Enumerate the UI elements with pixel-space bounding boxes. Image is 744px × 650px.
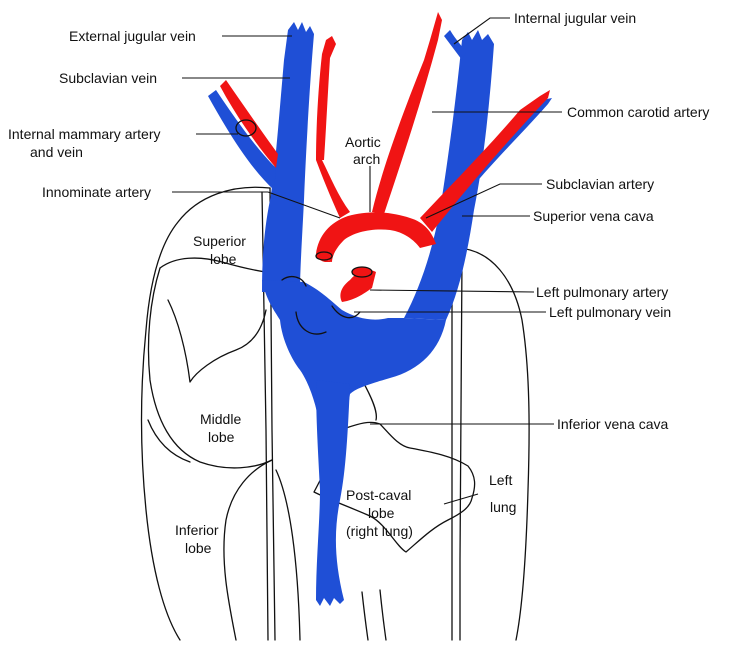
label-superior-lobe-line2: lobe xyxy=(210,251,237,267)
label-left-lung-line1: Left xyxy=(489,472,512,488)
label-innominate-artery: Innominate artery xyxy=(42,184,151,200)
left-pulmonary-artery-vessel xyxy=(340,270,376,302)
left-vena-cava-trunk xyxy=(404,30,494,320)
label-left-pulmonary-vein: Left pulmonary vein xyxy=(549,304,671,320)
label-post-caval-line3: (right lung) xyxy=(346,523,413,539)
inferior-lobe-outline xyxy=(223,459,301,641)
label-subclavian-artery: Subclavian artery xyxy=(546,176,654,192)
right-vena-cava-trunk xyxy=(262,22,314,292)
leader-lines xyxy=(172,17,562,505)
label-middle-lobe-line1: Middle xyxy=(200,411,241,427)
label-internal-mammary-line1: Internal mammary artery xyxy=(8,126,160,142)
label-inferior-lobe-line2: lobe xyxy=(185,540,212,556)
label-internal-mammary-line2: and vein xyxy=(30,144,83,160)
label-inferior-lobe-line1: Inferior xyxy=(175,522,219,538)
left-subclavian-artery xyxy=(420,90,550,232)
right-internal-mammary-vein xyxy=(208,90,276,190)
label-superior-lobe-line1: Superior xyxy=(193,233,246,249)
labels: External jugular vein Internal jugular v… xyxy=(8,10,709,556)
label-middle-lobe-line2: lobe xyxy=(208,429,235,445)
right-carotid-artery xyxy=(316,36,336,160)
vein-system xyxy=(208,22,552,606)
aortic-arch xyxy=(316,212,436,262)
label-internal-jugular-vein: Internal jugular vein xyxy=(514,10,636,26)
superior-lobe-outline xyxy=(159,257,267,273)
label-subclavian-vein: Subclavian vein xyxy=(59,70,157,86)
label-superior-vena-cava: Superior vena cava xyxy=(533,208,654,224)
label-post-caval-line1: Post-caval xyxy=(346,487,411,503)
heart-venous-body xyxy=(262,280,446,470)
innominate-artery xyxy=(316,160,350,218)
label-left-lung-line2: lung xyxy=(490,499,516,515)
left-common-carotid-artery xyxy=(372,12,442,214)
label-external-jugular-vein: External jugular vein xyxy=(69,28,196,44)
vessel-openings xyxy=(235,119,373,335)
label-common-carotid-artery: Common carotid artery xyxy=(567,104,709,120)
label-aortic-arch-line1: Aortic xyxy=(345,134,381,150)
right-internal-mammary-artery xyxy=(220,80,278,168)
external-jugular-branch xyxy=(444,30,466,60)
label-post-caval-line2: lobe xyxy=(368,505,395,521)
middle-lobe-outline xyxy=(147,267,273,469)
label-aortic-arch-line2: arch xyxy=(353,151,380,167)
inferior-vena-cava xyxy=(316,380,350,606)
label-left-pulmonary-artery: Left pulmonary artery xyxy=(536,284,668,300)
label-inferior-vena-cava: Inferior vena cava xyxy=(557,416,668,432)
